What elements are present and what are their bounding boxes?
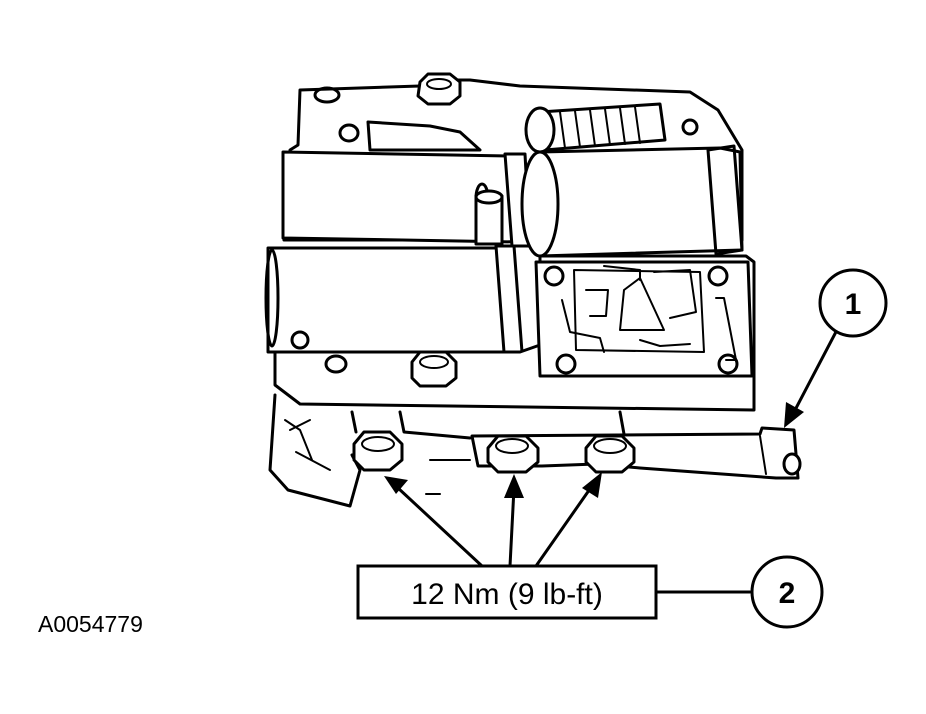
callout-1-circle <box>818 268 888 338</box>
base-casing <box>268 393 626 508</box>
torque-spec-box <box>356 564 658 620</box>
middle-bolt <box>410 350 458 388</box>
upper-solenoid <box>281 150 532 248</box>
torque-spec-label: 12 Nm (9 lb-ft) <box>411 578 603 611</box>
bolt-center <box>486 434 540 474</box>
figure-id: A0054779 <box>38 611 143 637</box>
torque-leader-arrows <box>384 472 602 568</box>
callout-1-number: 1 <box>845 288 862 321</box>
callout-2-circle <box>750 555 824 629</box>
bolt-left <box>352 430 404 472</box>
top-bolt <box>416 72 462 106</box>
callout-2-number: 2 <box>779 577 796 610</box>
bolt-right <box>584 434 636 474</box>
right-solenoid <box>520 144 744 258</box>
valve-plate <box>534 260 754 378</box>
rib-lines <box>559 106 641 149</box>
lower-solenoid <box>264 244 524 354</box>
callout-1-leader <box>784 326 840 428</box>
